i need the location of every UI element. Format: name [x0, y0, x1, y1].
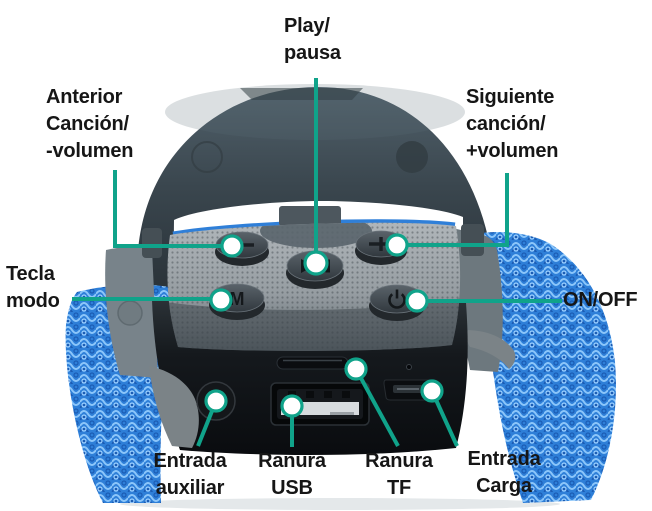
- callout-play-pause: Play/ pausa: [284, 15, 341, 64]
- marker-power: [405, 289, 429, 313]
- handle-mold-circle-right: [396, 141, 428, 173]
- callout-charge-input: Entrada Carga: [467, 448, 541, 497]
- mic-pinhole: [406, 364, 412, 370]
- letter-m-icon: M: [230, 289, 245, 309]
- floor-shadow: [120, 498, 560, 510]
- marker-tf: [344, 357, 368, 381]
- marker-charge: [420, 379, 444, 403]
- right-frame-curl: [466, 330, 516, 369]
- handle-clip-right: [461, 224, 484, 256]
- callout-next-song-volume-up: Siguiente canción/ +volumen: [466, 86, 559, 162]
- marker-play-pause: [303, 250, 329, 276]
- callout-usb-slot: Ranura USB: [258, 450, 326, 499]
- leader-previous: [113, 170, 226, 248]
- marker-aux: [204, 389, 228, 413]
- tf-card-slot: [276, 356, 349, 370]
- left-frame-bracket: [105, 246, 158, 378]
- callout-on-off: ON/OFF: [563, 289, 638, 311]
- bottom-left-frame: [149, 366, 199, 448]
- power-icon: [388, 289, 406, 309]
- handle-clip-left: [142, 228, 162, 258]
- bracket-mold-circle: [117, 300, 143, 326]
- callout-previous-song-volume-down: Anterior Canción/ -volumen: [46, 86, 134, 162]
- leader-next: [403, 173, 509, 247]
- marker-next: [385, 233, 409, 257]
- handle-top-notch: [240, 88, 363, 100]
- marker-mode: [209, 288, 233, 312]
- leader-tf: [354, 368, 400, 447]
- callout-tf-slot: Ranura TF: [365, 450, 433, 499]
- callout-aux-input: Entrada auxiliar: [153, 450, 227, 499]
- handle-mold-circle-left: [191, 141, 223, 173]
- handle-hinge-tab: [279, 206, 341, 226]
- marker-usb: [280, 394, 304, 418]
- marker-previous: [220, 234, 244, 258]
- micro-usb-port: [383, 379, 434, 401]
- tf-card-slot-icon: [276, 356, 349, 370]
- callout-mode-key: Tecla modo: [6, 263, 60, 312]
